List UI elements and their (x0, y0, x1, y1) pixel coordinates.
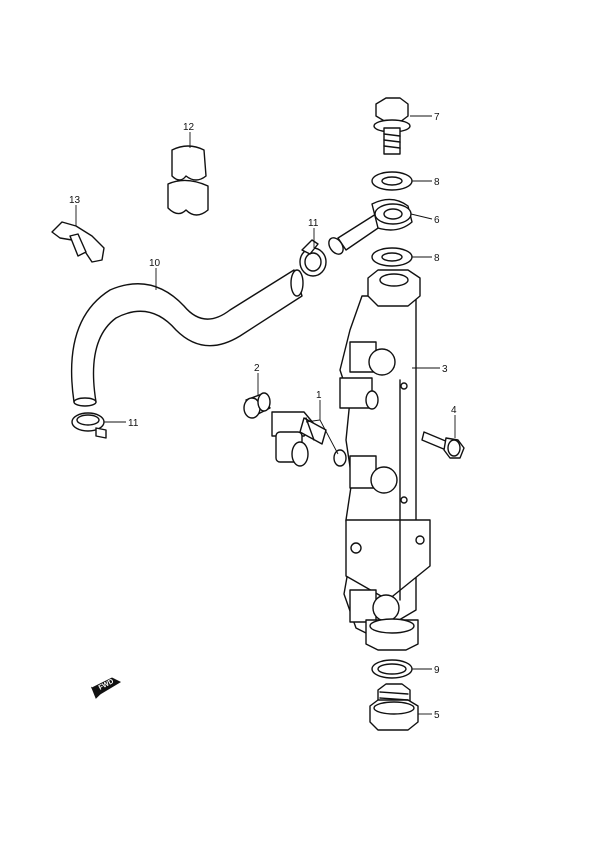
part-10-fuel-hose[interactable] (70, 269, 304, 407)
part-11-clamp-lower[interactable] (71, 412, 107, 439)
callout-6: 6 (434, 215, 440, 226)
part-2-cap[interactable] (243, 392, 271, 419)
callout-8-upper: 8 (434, 177, 440, 188)
part-7-banjo-bolt[interactable] (373, 97, 411, 155)
part-4-bolt[interactable] (421, 431, 465, 459)
part-9-o-ring[interactable] (371, 659, 413, 679)
fwd-arrow-icon: FWD (90, 677, 122, 699)
callout-5: 5 (434, 710, 440, 721)
callout-8-lower: 8 (434, 253, 440, 264)
callout-2: 2 (254, 363, 260, 374)
callout-7: 7 (434, 112, 440, 123)
callout-13: 13 (69, 195, 81, 206)
leader-6 (410, 213, 433, 220)
callout-9: 9 (434, 665, 440, 676)
part-13-clip[interactable] (51, 221, 105, 263)
callout-3: 3 (442, 364, 448, 375)
callout-1: 1 (316, 390, 322, 401)
callout-11-upper: 11 (308, 218, 319, 229)
callout-12: 12 (183, 122, 195, 133)
leader-lines (75, 115, 456, 715)
callout-10: 10 (149, 258, 161, 269)
part-12-hose-clamp[interactable] (167, 145, 209, 216)
part-3-fuel-delivery-pipe[interactable] (339, 269, 431, 651)
callout-4: 4 (451, 405, 457, 416)
part-5-plug[interactable] (369, 683, 419, 731)
leader-1 (305, 400, 339, 455)
part-8-washer-lower[interactable] (371, 247, 413, 267)
part-8-washer-upper[interactable] (371, 171, 413, 191)
callout-labels: 7 8 6 8 3 4 9 5 2 1 10 11 11 12 13 (69, 112, 457, 721)
part-11-clamp-upper[interactable] (299, 239, 327, 277)
part-1-fuel-injector[interactable] (271, 411, 347, 467)
part-6-banjo-fitting[interactable] (326, 198, 413, 256)
callout-11-lower: 11 (128, 418, 139, 429)
